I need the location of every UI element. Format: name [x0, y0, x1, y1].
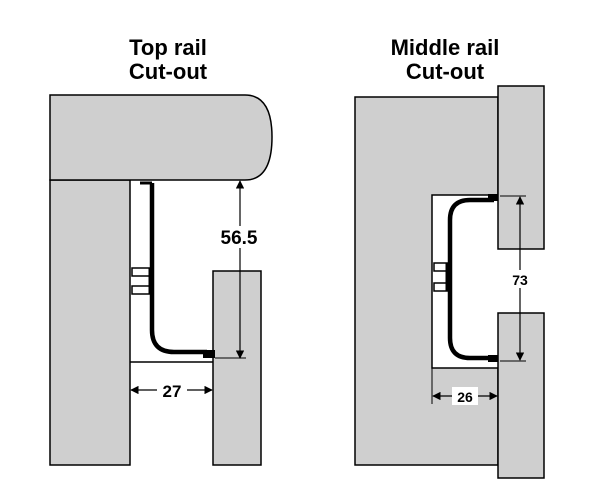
middle-rail-height-label: 73 [512, 272, 528, 288]
middle-rail-diagram: Middle rail Cut-out 73 [354, 35, 545, 479]
top-rail-side-panel [49, 179, 131, 466]
middle-rail-width-label: 26 [457, 389, 473, 405]
middle-rail-width-dimension: 26 [431, 368, 499, 405]
middle-rail-profile [433, 194, 498, 362]
middle-rail-title-line2: Cut-out [406, 59, 485, 84]
top-rail-height-label: 56.5 [221, 228, 258, 249]
top-rail-profile [130, 181, 215, 363]
middle-rail-title-line1: Middle rail [391, 35, 500, 60]
top-rail-width-dimension: 27 [129, 362, 214, 401]
middle-rail-height-dimension: 73 [500, 195, 533, 362]
top-rail-width-label: 27 [163, 382, 182, 401]
middle-rail-lower-drawer-front [497, 312, 545, 479]
top-rail-title-line1: Top rail [129, 35, 207, 60]
top-rail-title-line2: Cut-out [129, 59, 208, 84]
middle-rail-upper-drawer-front [497, 85, 545, 250]
top-rail-drawer-front [212, 270, 262, 466]
middle-rail-side-panel [354, 96, 499, 466]
top-rail-worktop [49, 94, 273, 181]
top-rail-diagram: Top rail Cut-out 56.5 [49, 35, 273, 466]
top-rail-height-dimension: 56.5 [215, 180, 264, 359]
